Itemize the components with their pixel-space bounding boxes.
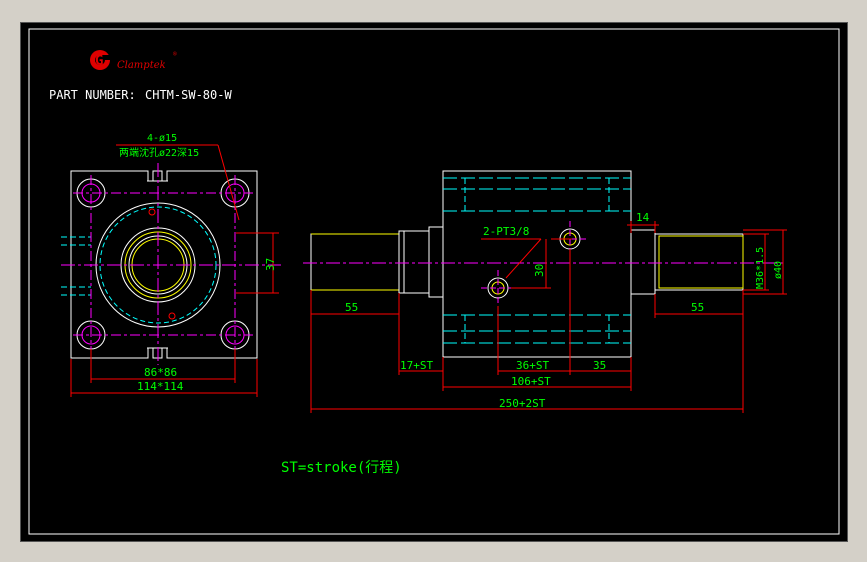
hole-callout-leader (217, 144, 240, 221)
clamptek-logo: G Clamptek ® (90, 50, 177, 71)
rod-dia-text: ø40 (773, 261, 784, 279)
right-rod-neck (630, 229, 656, 295)
dim-35-text: 35 (593, 359, 606, 372)
dim-36st-text: 36+ST (516, 359, 549, 372)
dim-total-text: 250+2ST (499, 397, 546, 410)
stroke-note: ST=stroke(行程) (281, 460, 402, 476)
logo-letter: G (95, 53, 103, 69)
dim-37-text: 37 (264, 258, 277, 271)
counterbore-callout: 两端沈孔ø22深15 (119, 146, 199, 159)
cad-viewport[interactable]: G Clamptek ® PART NUMBER: CHTM-SW-80-W (20, 22, 848, 542)
front-view: 4-ø15 两端沈孔ø22深15 37 86*86 114*114 (61, 133, 281, 397)
dim-30-text: 30 (533, 264, 546, 277)
dim-17st-text: 17+ST (400, 359, 433, 372)
part-number-value: CHTM-SW-80-W (145, 88, 232, 102)
port-callout: 2-PT3/8 (483, 225, 529, 238)
dim-86-text: 86*86 (144, 366, 177, 379)
drawing-frame (28, 28, 840, 535)
part-number-label: PART NUMBER: (49, 88, 136, 102)
right-rod (654, 233, 744, 291)
hole-callout: 4-ø15 (147, 133, 177, 144)
port-callout-leader (505, 238, 542, 279)
side-view: 2-PT3/8 30 14 M36*1.5 ø40 55 55 17+S (303, 170, 787, 413)
dim-55-left-text: 55 (345, 301, 358, 314)
logo-registered: ® (173, 51, 177, 58)
left-rod (310, 233, 400, 291)
dim-106st-text: 106+ST (511, 375, 551, 388)
dim-55-right-text: 55 (691, 301, 704, 314)
dim-14-text: 14 (636, 211, 650, 224)
thread-text: M36*1.5 (755, 247, 766, 289)
drawing-canvas[interactable]: G Clamptek ® PART NUMBER: CHTM-SW-80-W (21, 23, 847, 541)
logo-brand: Clamptek (117, 60, 166, 71)
dim-114-text: 114*114 (137, 380, 184, 393)
